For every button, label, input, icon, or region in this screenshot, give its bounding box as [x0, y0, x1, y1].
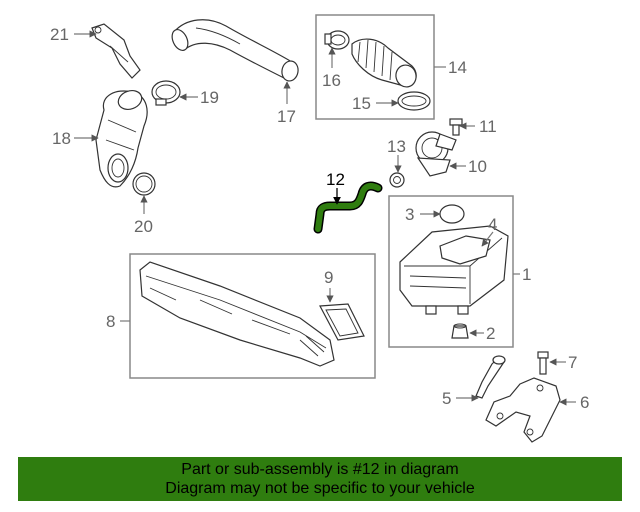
part-7-bolt	[537, 351, 549, 375]
callout-4: 4	[488, 215, 497, 234]
part-10-sensor	[415, 131, 457, 177]
callout-10: 10	[468, 157, 487, 176]
callout-labels: 21 19 18 20 17 16 15 14 11 13 10 12 3 4 …	[50, 25, 589, 412]
part-20-o-ring	[132, 172, 156, 196]
callout-18: 18	[52, 129, 71, 148]
callout-20: 20	[134, 217, 153, 236]
callout-8: 8	[106, 312, 115, 331]
part-11-screw	[449, 118, 463, 136]
part-12-hose-highlighted	[313, 181, 383, 234]
callout-3: 3	[405, 205, 414, 224]
callout-7: 7	[568, 353, 577, 372]
part-5-pipe	[475, 355, 506, 399]
callout-16: 16	[322, 71, 341, 90]
callout-13: 13	[387, 137, 406, 156]
callout-21: 21	[50, 25, 69, 44]
part-3-seal	[439, 204, 465, 224]
info-banner-line-1: Part or sub-assembly is #12 in diagram	[181, 461, 459, 478]
callout-15: 15	[352, 94, 371, 113]
info-banner-line-2: Diagram may not be specific to your vehi…	[165, 480, 475, 497]
part-14-corrugated-hose	[351, 38, 417, 88]
part-1-air-cleaner-housing	[399, 225, 509, 315]
callout-14: 14	[448, 58, 467, 77]
part-16-clamp	[324, 30, 350, 50]
callout-1: 1	[522, 265, 531, 284]
callout-17: 17	[277, 107, 296, 126]
callout-9: 9	[324, 268, 333, 287]
callout-2: 2	[486, 324, 495, 343]
leader-lines	[74, 30, 576, 406]
callout-12: 12	[326, 170, 345, 189]
part-19-clamp	[151, 80, 181, 106]
info-banner: Part or sub-assembly is #12 in diagram D…	[18, 457, 622, 501]
part-13-grommet	[389, 172, 405, 188]
callout-19: 19	[200, 88, 219, 107]
callout-5: 5	[442, 389, 451, 408]
part-18-air-duct	[95, 89, 148, 188]
part-21-bracket	[91, 23, 141, 79]
callout-6: 6	[580, 393, 589, 412]
part-8-air-filter	[139, 261, 335, 367]
parts-diagram: 21 19 18 20 17 16 15 14 11 13 10 12 3 4 …	[50, 14, 589, 443]
part-17-intake-hose	[171, 19, 299, 82]
callout-11: 11	[479, 117, 497, 136]
part-2-grommet	[451, 323, 469, 339]
part-6-bracket	[485, 377, 561, 443]
group-box-1	[388, 195, 514, 348]
group-box-8	[129, 253, 376, 379]
part-15-clamp	[397, 91, 431, 111]
part-9-filter-seal	[319, 303, 365, 341]
